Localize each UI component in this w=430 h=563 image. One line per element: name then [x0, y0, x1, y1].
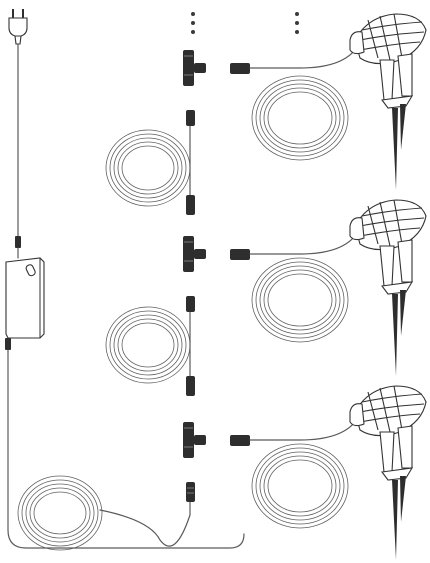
power-adapter-icon	[5, 257, 45, 350]
extension-cable-coil-1	[105, 129, 191, 207]
spot-cable-coil-1	[251, 75, 349, 161]
cable-connector-2b	[186, 376, 195, 396]
cable-connector-1b	[186, 195, 195, 215]
t-connector-icon	[183, 50, 206, 86]
continuation-ellipsis-right	[295, 12, 299, 34]
eu-plug-icon	[8, 9, 28, 45]
spot-cable-coil-3	[251, 443, 349, 529]
cable-connector-1a	[186, 110, 195, 126]
continuation-ellipsis-left	[191, 12, 195, 34]
adapter-output-cable	[7, 349, 245, 549]
extension-cable-coil-2	[105, 306, 191, 384]
extension-cable-coil-bottom	[17, 475, 103, 551]
spot-cable-connector-1	[230, 63, 250, 74]
t-connector-icon	[183, 422, 206, 458]
garden-spotlight-icon	[349, 385, 427, 560]
spot-cable-connector-2	[230, 249, 250, 260]
spot-cable-connector-3	[230, 435, 250, 446]
cable-connector-2a	[186, 296, 195, 312]
t-connector-icon	[183, 236, 206, 272]
adapter-input-connector	[15, 236, 21, 248]
spot-cable-coil-2	[251, 257, 349, 343]
garden-spotlight-icon	[349, 199, 427, 376]
garden-spotlight-icon	[349, 13, 427, 190]
cable-connector-bottom	[186, 482, 195, 502]
